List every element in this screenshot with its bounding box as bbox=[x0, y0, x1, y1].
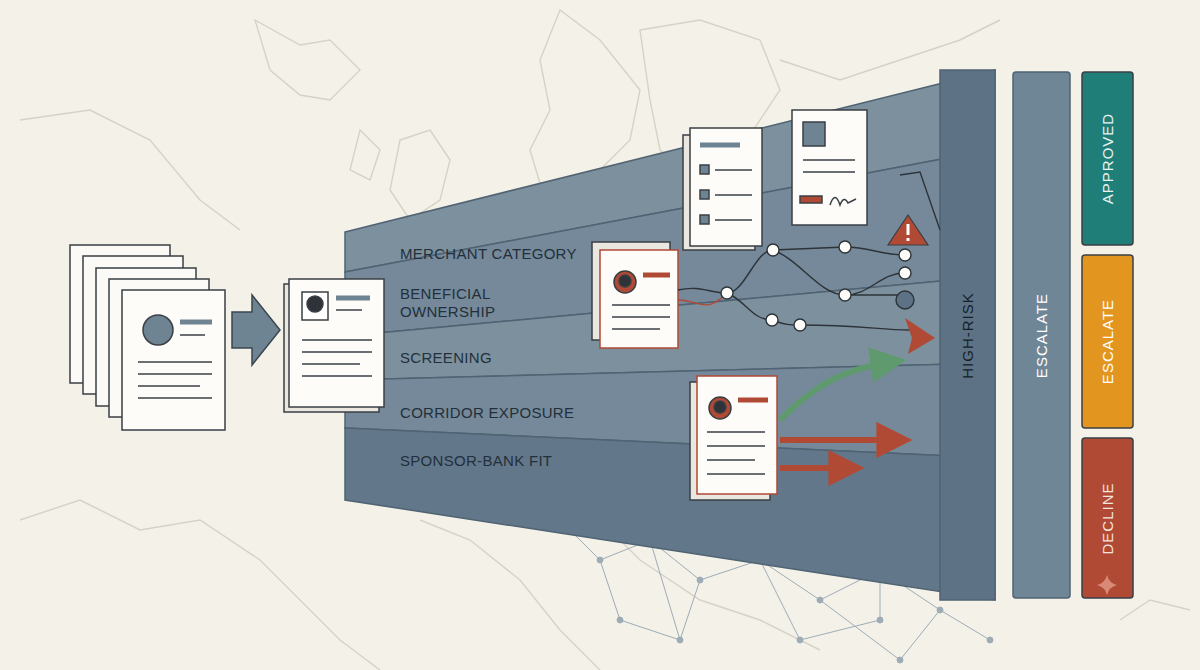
sparkle bbox=[1097, 575, 1117, 595]
card-stack bbox=[70, 245, 225, 430]
vertical-label: APPROVED bbox=[1099, 113, 1116, 204]
routing-arrows bbox=[780, 362, 898, 468]
tree-nodes bbox=[721, 241, 914, 331]
vertical-label: HIGH-RISK bbox=[959, 292, 976, 379]
band-text: SCREENING bbox=[400, 349, 492, 367]
band-label: MERCHANT CATEGORY bbox=[398, 243, 579, 265]
escalate-box bbox=[1082, 255, 1133, 428]
warning-icon bbox=[888, 215, 928, 245]
band-text: SPONSOR-BANK FIT bbox=[400, 452, 552, 470]
arrow-outline bbox=[900, 172, 940, 230]
flagged-card bbox=[592, 242, 678, 348]
risk-arrow bbox=[905, 318, 935, 354]
routed-card bbox=[690, 376, 777, 500]
vertical-label: DECLINE bbox=[1099, 482, 1116, 554]
stage-column: ESCALATE bbox=[1013, 72, 1070, 598]
documents bbox=[683, 110, 867, 250]
band-text: MERCHANT CATEGORY bbox=[400, 245, 577, 263]
band-text: BENEFICIAL OWNERSHIP bbox=[400, 285, 516, 321]
applicant-card bbox=[284, 279, 384, 412]
band-label: CORRIDOR EXPOSURE bbox=[398, 402, 576, 424]
band-label: BENEFICIAL OWNERSHIP bbox=[398, 283, 518, 323]
europe-map bbox=[20, 10, 1190, 670]
outcome-box: APPROVED bbox=[1082, 72, 1133, 245]
vertical-label: ESCALATE bbox=[1099, 299, 1116, 384]
outcome-box: DECLINE bbox=[1082, 438, 1133, 598]
funnel bbox=[345, 70, 995, 600]
escalate-column bbox=[1013, 72, 1070, 598]
vertical-label: ESCALATE bbox=[1033, 292, 1050, 377]
stage-column: HIGH-RISK bbox=[942, 72, 993, 598]
band-label: SCREENING bbox=[398, 347, 494, 369]
approved-box bbox=[1082, 72, 1133, 245]
band-text: CORRIDOR EXPOSURE bbox=[400, 404, 574, 422]
outcome-box: ESCALATE bbox=[1082, 255, 1133, 428]
decline-box bbox=[1082, 438, 1133, 598]
flow-arrow bbox=[232, 295, 280, 365]
ownership-tree bbox=[678, 247, 910, 330]
band-label: SPONSOR-BANK FIT bbox=[398, 450, 554, 472]
